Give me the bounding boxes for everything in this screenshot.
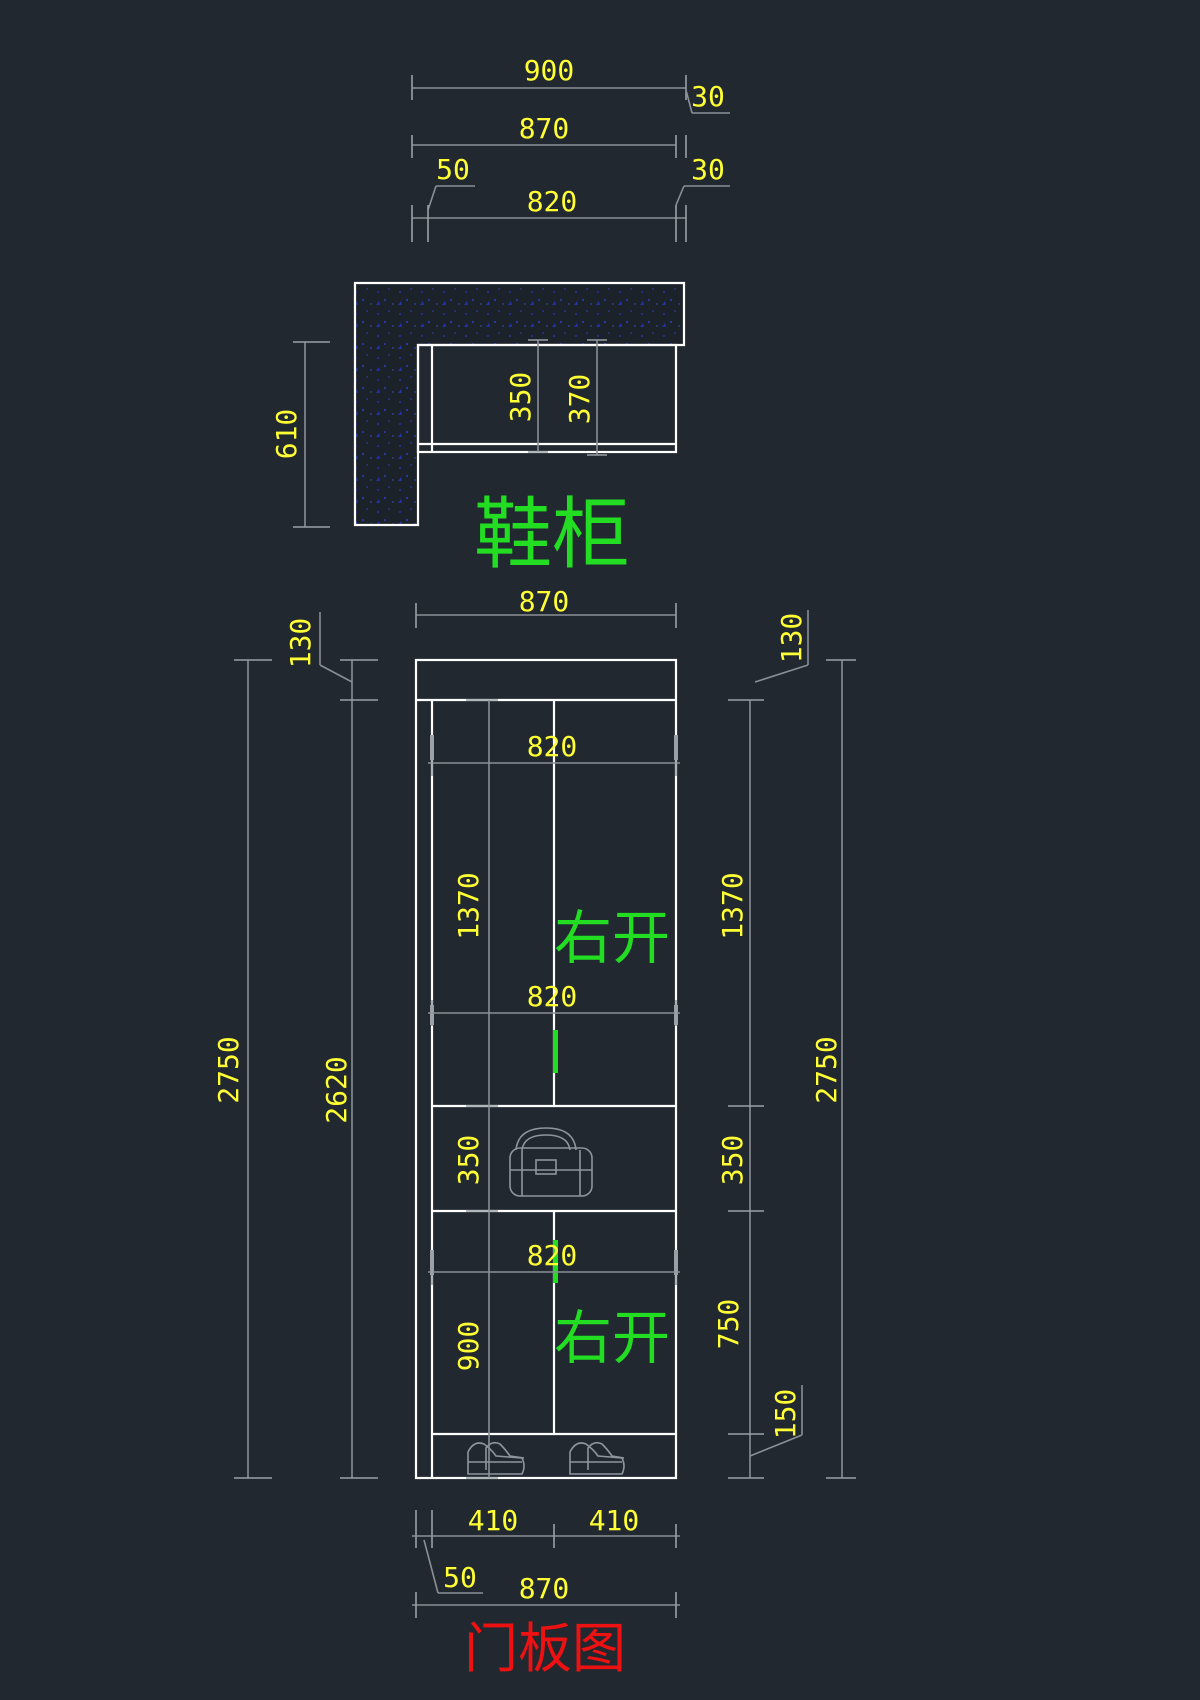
dim-top-870: 870 [519,585,570,618]
plan-view: 610 350 370 鞋柜 [270,281,686,580]
dim-bottom-door-right: 410 [589,1504,640,1537]
dim-upper-door-right: 1370 [716,872,749,939]
dim-open-shelf-left: 350 [452,1135,485,1186]
dim-plan-820: 820 [527,185,578,218]
dim-bottom-870: 870 [519,1572,570,1605]
dim-plan-370: 370 [563,374,596,425]
shoes-icon [467,1441,625,1475]
plan-title: 鞋柜 [474,490,630,580]
dim-lower-door-left: 900 [452,1321,485,1372]
dim-plan-350: 350 [504,372,537,423]
dim-plinth-150: 150 [769,1389,802,1440]
door-handle [553,1240,558,1283]
dim-bottom-50: 50 [443,1561,477,1594]
dim-height-2620: 2620 [320,1056,353,1123]
dim-height-2750-left: 2750 [212,1036,245,1103]
dim-plan-900: 900 [524,54,575,87]
dim-plan-610: 610 [270,409,303,460]
dim-plan-50: 50 [436,153,470,186]
dim-lower-door-right: 750 [712,1299,745,1350]
dim-plan-870: 870 [519,112,570,145]
dim-top-band-right: 130 [775,613,808,664]
door-handle [553,1030,558,1073]
dim-top-band-left: 130 [284,618,317,669]
dim-upper-door-left: 1370 [452,872,485,939]
door-open-upper-label: 右开 [554,904,670,972]
elevation-view: 右开 右开 [414,658,678,1480]
dim-plan-30-top: 30 [691,80,725,113]
dim-width-820-lower: 820 [527,1239,578,1272]
elevation-title: 门板图 [464,1617,626,1680]
plan-dimensions: 900 30 870 50 30 820 [411,54,730,242]
elevation-dimensions: 870 130 130 2750 2620 1370 350 900 820 [212,585,856,1680]
dim-open-shelf-right: 350 [716,1135,749,1186]
dim-width-820-upper: 820 [527,730,578,763]
dim-height-2750-right: 2750 [810,1036,843,1103]
dim-bottom-door-left: 410 [468,1504,519,1537]
door-open-lower-label: 右开 [554,1304,670,1372]
dim-width-820-mid: 820 [527,980,578,1013]
dim-plan-30-bottom: 30 [691,153,725,186]
handbag-icon [509,1127,593,1197]
